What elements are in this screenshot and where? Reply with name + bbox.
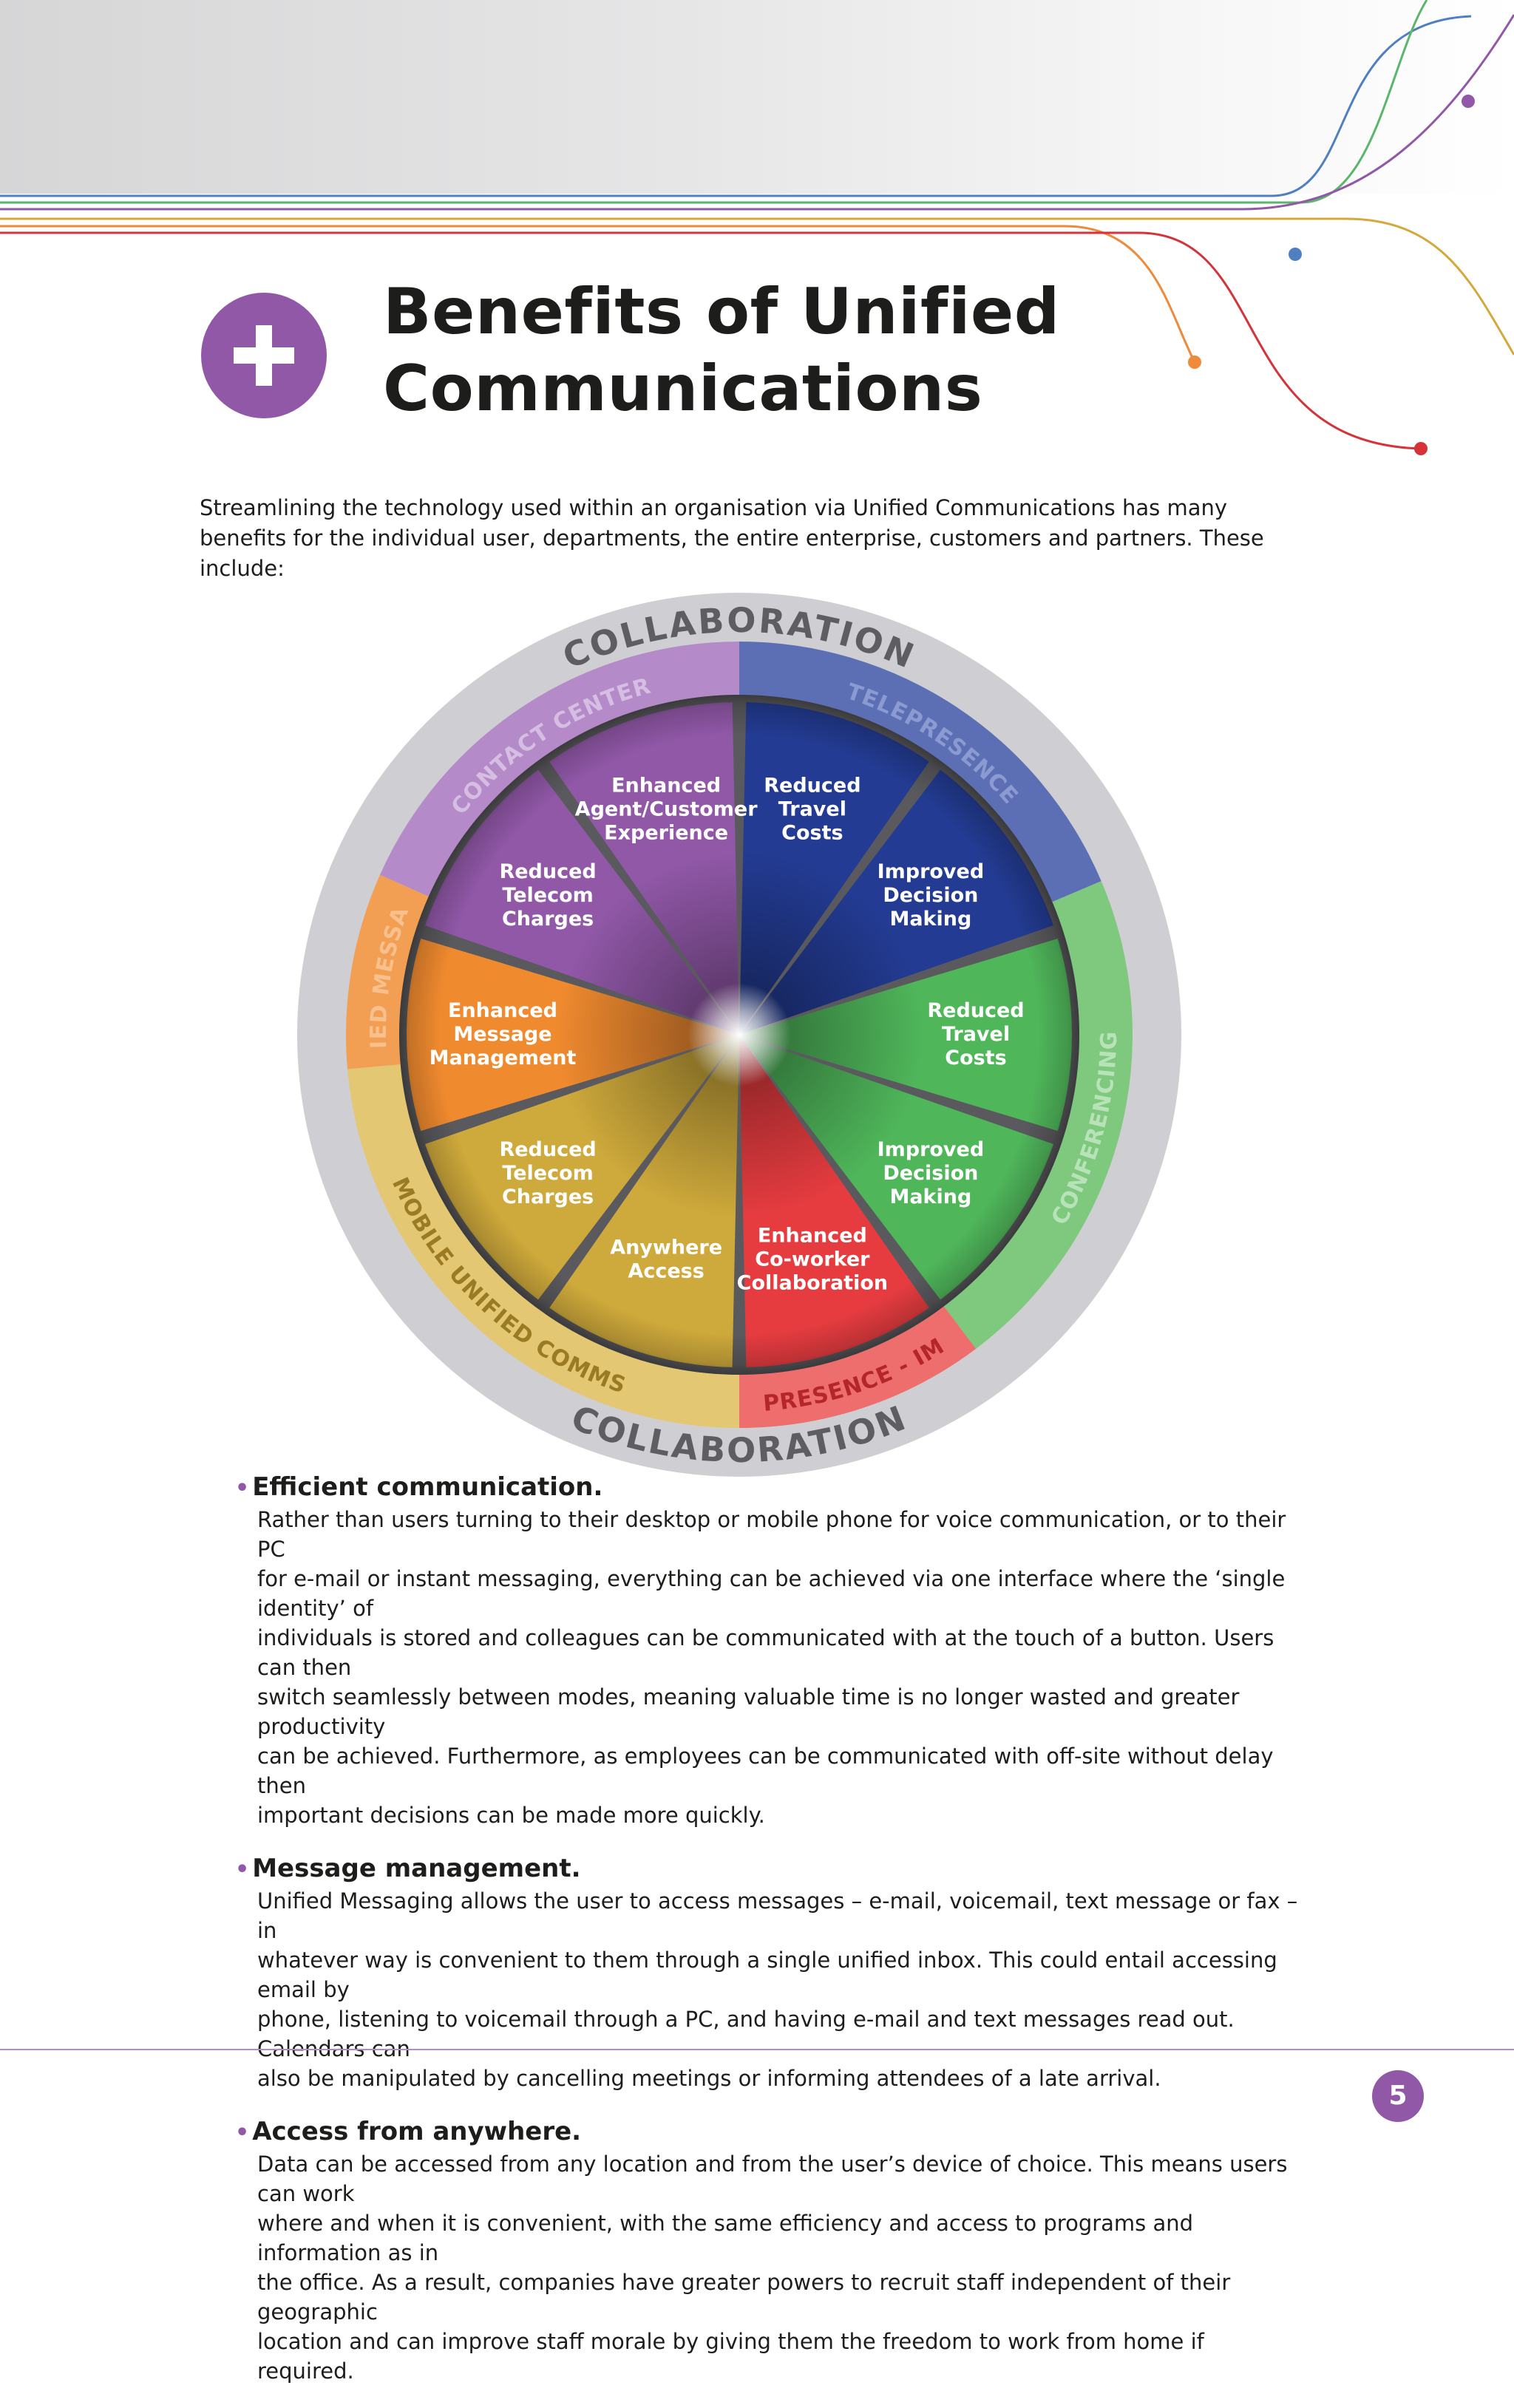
bullet-dot-icon: •	[235, 1857, 250, 1882]
bullet-line: whatever way is convenient to them throu…	[257, 1948, 1277, 2002]
bullet-heading-text: Message management.	[252, 1854, 581, 1883]
segment-label-line: Reduced	[764, 774, 860, 797]
segment-label-line: Costs	[781, 821, 843, 844]
page-title: Benefits of Unified Communications	[383, 273, 1060, 427]
segment-label-line: Improved	[877, 1138, 985, 1161]
segment-label-line: Charges	[502, 1186, 594, 1208]
bullet-message-management: •Message management. Unified Messaging a…	[235, 1852, 1300, 2093]
bullet-efficient-communication: •Efficient communication. Rather than us…	[235, 1471, 1300, 1830]
bullet-body: Data can be accessed from any location a…	[257, 2149, 1300, 2386]
dot-orange	[1188, 356, 1201, 369]
segment-label-line: Telecom	[502, 1162, 593, 1185]
swoosh-line-red	[0, 231, 1422, 450]
hub-glow	[688, 983, 791, 1086]
category-band	[379, 642, 739, 898]
category-band	[347, 1064, 739, 1428]
segment-label-line: Improved	[877, 860, 985, 882]
bullet-line: Unified Messaging allows the user to acc…	[257, 1888, 1298, 1943]
intro-paragraph: Streamlining the technology used within …	[200, 495, 1264, 581]
bullet-line: individuals is stored and colleagues can…	[257, 1625, 1274, 1680]
bullet-body: Rather than users turning to their deskt…	[257, 1505, 1300, 1830]
bullet-line: location and can improve staff morale by…	[257, 2329, 1204, 2384]
bullet-body: Unified Messaging allows the user to acc…	[257, 1886, 1300, 2093]
segment-label-line: Anywhere	[610, 1236, 722, 1259]
bullet-line: switch seamlessly between modes, meaning…	[257, 1684, 1240, 1739]
segment-label-line: Reduced	[499, 1138, 596, 1161]
bullet-heading: •Efficient communication.	[235, 1471, 1300, 1505]
page-title-line-2: Communications	[383, 352, 983, 426]
segment-label-line: Enhanced	[611, 774, 721, 797]
segment-label-line: Enhanced	[758, 1224, 867, 1247]
bullet-line: can be achieved. Furthermore, as employe…	[257, 1744, 1274, 1798]
bullet-dot-icon: •	[235, 1475, 250, 1501]
swoosh-line-orange	[0, 225, 1196, 363]
bullet-line: phone, listening to voicemail through a …	[257, 2007, 1235, 2061]
benefits-list: •Efficient communication. Rather than us…	[235, 1471, 1300, 2408]
segment-label-line: Reduced	[499, 860, 596, 882]
bullet-line: Rather than users turning to their deskt…	[257, 1507, 1286, 1562]
segment-label-line: Decision	[883, 1162, 978, 1185]
segment-label-line: Access	[628, 1259, 704, 1282]
dot-red	[1414, 442, 1428, 455]
bullet-line: important decisions can be made more qui…	[257, 1803, 765, 1828]
category-band	[739, 642, 1101, 904]
segment-label-line: Decision	[883, 883, 978, 906]
segment-label-line: Message	[453, 1023, 551, 1046]
bullet-line: where and when it is convenient, with th…	[257, 2211, 1194, 2265]
bullet-line: the office. As a result, companies have …	[257, 2270, 1231, 2324]
segment-label-line: Co-worker	[755, 1248, 870, 1271]
plus-badge	[201, 293, 327, 418]
segment-label-line: Costs	[945, 1047, 1006, 1069]
page-number-badge: 5	[1372, 2070, 1424, 2122]
decorative-swooshes	[0, 0, 1514, 455]
segment-label-line: Telecom	[502, 883, 593, 906]
segment-label-line: Reduced	[927, 999, 1024, 1022]
header-band	[0, 0, 1514, 194]
segment-label-line: Travel	[778, 797, 846, 820]
page-title-line-1: Benefits of Unified	[383, 275, 1060, 349]
bullet-dot-icon: •	[235, 2120, 250, 2146]
bullet-heading-text: Efficient communication.	[252, 1472, 603, 1502]
dot-blue	[1289, 248, 1302, 261]
segment-label-line: Management	[430, 1047, 577, 1069]
segment-label-line: Making	[889, 907, 971, 930]
footer-rule	[0, 2049, 1514, 2050]
bullet-line: also be manipulated by cancelling meetin…	[257, 2066, 1161, 2091]
segment-label-line: Travel	[942, 1023, 1010, 1046]
swoosh-line-blue	[0, 15, 1472, 197]
swoosh-line-purple	[0, 14, 1514, 211]
category-band	[739, 1303, 977, 1428]
category-band	[346, 874, 432, 1069]
bullet-access-from-anywhere: •Access from anywhere. Data can be acces…	[235, 2115, 1300, 2386]
segment-label-line: Enhanced	[448, 999, 557, 1022]
bullet-line: for e-mail or instant messaging, everyth…	[257, 1566, 1286, 1621]
bullet-heading-text: Access from anywhere.	[252, 2117, 582, 2146]
bullet-heading: •Message management.	[235, 1852, 1300, 1886]
segment-label-line: Collaboration	[737, 1271, 888, 1294]
segment-label-line: Charges	[502, 907, 594, 930]
bullet-heading: •Access from anywhere.	[235, 2115, 1300, 2149]
segment-label-line: Agent/Customer	[575, 797, 758, 820]
swoosh-line-gold	[0, 217, 1514, 356]
swoosh-line-green	[0, 0, 1428, 204]
category-band	[941, 881, 1133, 1349]
segment-label-line: Making	[889, 1186, 971, 1208]
dot-purple	[1462, 95, 1475, 108]
bullet-line: Data can be accessed from any location a…	[257, 2152, 1288, 2206]
plus-icon	[234, 325, 294, 386]
segment-label-line: Experience	[604, 821, 728, 844]
